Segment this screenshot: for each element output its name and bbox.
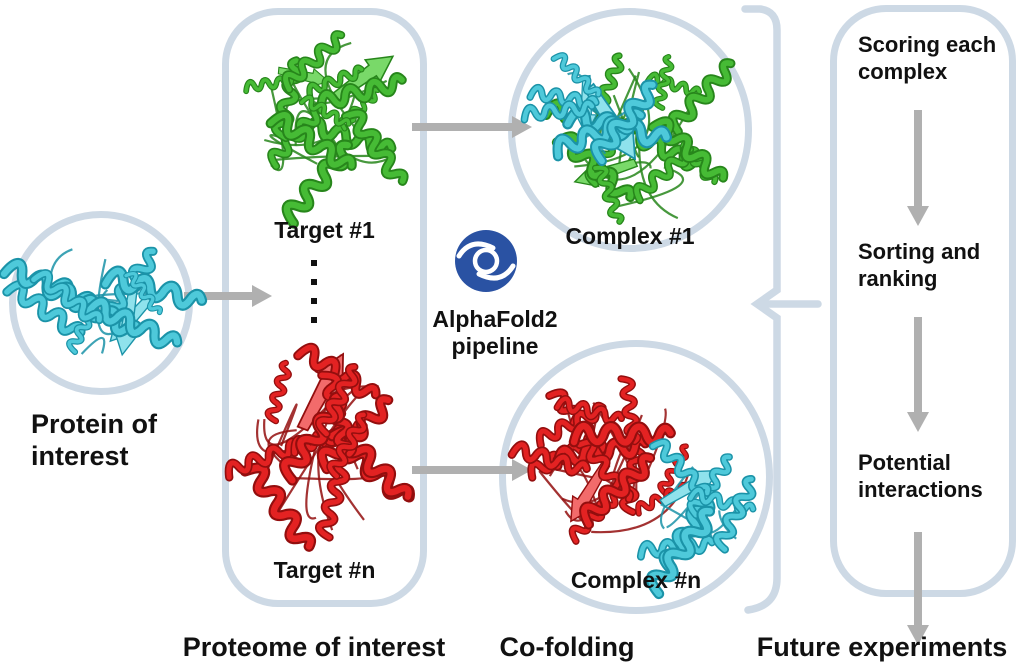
- proteome-caption: Proteome of interest: [182, 632, 446, 662]
- target-n-label: Target #n: [273, 557, 376, 583]
- cofolding-caption: Co-folding: [499, 632, 635, 662]
- target-1-label: Target #1: [274, 217, 375, 243]
- proteome-box: [222, 8, 427, 607]
- step-scoring-label: Scoring each complex: [858, 32, 997, 85]
- protein-of-interest-circle: [9, 211, 193, 395]
- complex-n-label: Complex #n: [570, 567, 702, 593]
- alphafold-pipeline-label: AlphaFold2 pipeline: [432, 306, 558, 360]
- step-potential-label: Potential interactions: [858, 450, 983, 503]
- alphafold-logo-icon: [455, 230, 517, 292]
- complex-1-label: Complex #1: [565, 223, 695, 249]
- ellipsis-dots-icon: [311, 260, 317, 323]
- future-box: [830, 5, 1016, 597]
- complex-1-circle: [508, 8, 752, 252]
- protein-of-interest-label: Protein of interest: [31, 409, 157, 471]
- step-sorting-label: Sorting and ranking: [858, 239, 981, 292]
- future-caption: Future experiments: [756, 632, 1008, 662]
